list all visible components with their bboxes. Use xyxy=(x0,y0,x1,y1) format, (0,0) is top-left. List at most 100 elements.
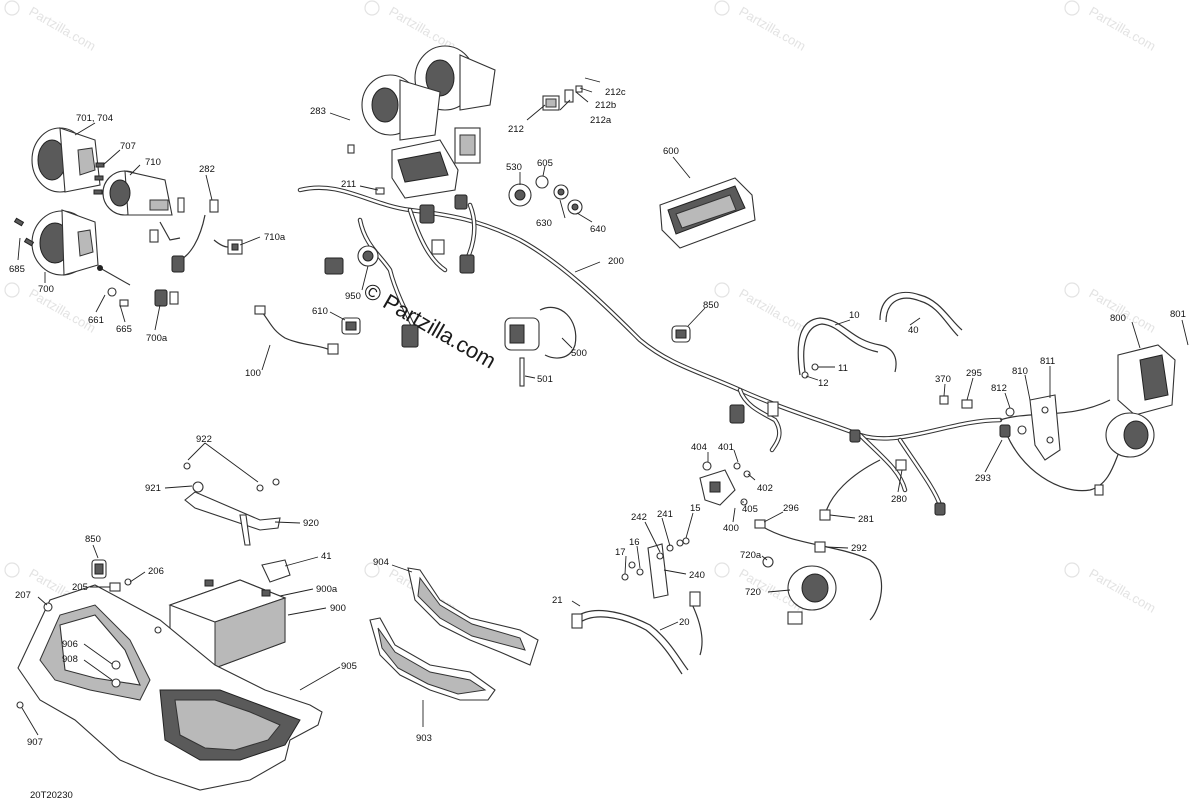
label-720: 720 xyxy=(745,587,761,598)
connectors-upper-harness xyxy=(324,144,475,348)
label-600: 600 xyxy=(663,146,679,157)
label-850-upper: 850 xyxy=(703,300,719,311)
label-922: 922 xyxy=(196,434,212,445)
label-640: 640 xyxy=(590,224,606,235)
label-293: 293 xyxy=(975,473,991,484)
label-207: 207 xyxy=(15,590,31,601)
clamp-41 xyxy=(261,559,291,583)
label-292: 292 xyxy=(851,543,867,554)
label-15: 15 xyxy=(690,503,701,514)
label-240: 240 xyxy=(689,570,705,581)
label-801: 801 xyxy=(1170,309,1186,320)
label-720a: 720a xyxy=(740,550,762,561)
headlight-700 xyxy=(31,209,99,276)
watermark-tile: Partzilla.com xyxy=(4,0,99,54)
cable-40 xyxy=(879,291,963,337)
screws-707 xyxy=(93,162,105,195)
label-16: 16 xyxy=(629,537,640,548)
label-212: 212 xyxy=(508,124,524,135)
label-205: 205 xyxy=(72,582,88,593)
svg-text:Partzilla.com: Partzilla.com xyxy=(737,4,809,54)
label-905: 905 xyxy=(341,661,357,672)
label-242: 242 xyxy=(631,512,647,523)
label-907: 907 xyxy=(27,737,43,748)
label-404: 404 xyxy=(691,442,707,453)
bracket-920 xyxy=(183,462,281,546)
label-812: 812 xyxy=(991,383,1007,394)
watermark-tile: Partzilla.com xyxy=(1064,562,1159,616)
label-282: 282 xyxy=(199,164,215,175)
headlight-701-704 xyxy=(31,127,101,193)
part-850-lower xyxy=(91,559,107,579)
label-850-lower: 850 xyxy=(85,534,101,545)
tray-905 xyxy=(16,584,323,791)
ecu-box-center xyxy=(391,127,481,199)
throttle-body-upper xyxy=(361,45,496,141)
label-296: 296 xyxy=(783,503,799,514)
lamp-720 xyxy=(762,556,837,625)
label-630: 630 xyxy=(536,218,552,229)
label-17: 17 xyxy=(615,547,626,558)
label-710: 710 xyxy=(145,157,161,168)
label-212b: 212b xyxy=(595,100,616,111)
lamp-right xyxy=(1105,412,1155,458)
relay-400 xyxy=(699,461,751,506)
small-parts-281-292-296 xyxy=(754,509,831,553)
label-800: 800 xyxy=(1110,313,1126,324)
main-harness xyxy=(297,185,1121,621)
switch-500 xyxy=(504,306,577,387)
label-212c: 212c xyxy=(605,87,626,98)
label-200: 200 xyxy=(608,256,624,267)
watermark-tile: Partzilla.com xyxy=(1064,0,1159,54)
label-605: 605 xyxy=(537,158,553,169)
clip-205-206 xyxy=(109,578,132,592)
label-701-704: 701, 704 xyxy=(76,113,113,124)
cable-100 xyxy=(254,305,339,355)
bracket-240 xyxy=(621,537,690,599)
label-281: 281 xyxy=(858,514,874,525)
label-661: 661 xyxy=(88,315,104,326)
watermark-tiles: Partzilla.com Partzilla.com Partzilla.co… xyxy=(4,0,1159,616)
label-11: 11 xyxy=(838,363,848,374)
label-950: 950 xyxy=(345,291,361,302)
label-100: 100 xyxy=(245,368,261,379)
label-700: 700 xyxy=(38,284,54,295)
label-401: 401 xyxy=(718,442,734,453)
diagram-code: 20T20230 xyxy=(30,790,73,801)
label-501: 501 xyxy=(537,374,553,385)
label-921: 921 xyxy=(145,483,161,494)
motor-710 xyxy=(102,170,173,216)
label-212a: 212a xyxy=(590,115,612,126)
label-908: 908 xyxy=(62,654,78,665)
label-12: 12 xyxy=(818,378,829,389)
watermark-tile: Partzilla.com xyxy=(714,0,809,54)
label-206: 206 xyxy=(148,566,164,577)
label-405: 405 xyxy=(742,504,758,515)
shield-904 xyxy=(407,567,539,666)
label-21: 21 xyxy=(552,595,563,606)
label-370: 370 xyxy=(935,374,951,385)
svg-text:Partzilla.com: Partzilla.com xyxy=(1087,566,1159,616)
watermark-tile: Partzilla.com xyxy=(1064,282,1158,336)
svg-text:Partzilla.com: Partzilla.com xyxy=(737,286,809,336)
label-400: 400 xyxy=(723,523,739,534)
cable-10 xyxy=(797,317,897,379)
label-211: 211 xyxy=(341,179,356,190)
shield-903 xyxy=(369,617,496,701)
screws-685 xyxy=(13,217,35,247)
module-800 xyxy=(1117,344,1176,416)
connectors-harness-mid xyxy=(729,401,1104,516)
label-10: 10 xyxy=(849,310,860,321)
leader-lines xyxy=(17,87,1189,736)
svg-text:© Partzilla.com: © Partzilla.com xyxy=(360,278,501,374)
svg-text:Partzilla.com: Partzilla.com xyxy=(1087,4,1159,54)
display-600 xyxy=(659,177,756,249)
label-295: 295 xyxy=(966,368,982,379)
label-900: 900 xyxy=(330,603,346,614)
svg-text:Partzilla.com: Partzilla.com xyxy=(27,4,99,54)
label-20: 20 xyxy=(679,617,690,628)
grommet-850-upper xyxy=(671,325,691,343)
label-810: 810 xyxy=(1012,366,1028,377)
switches-530-605-630-640 xyxy=(508,175,583,215)
